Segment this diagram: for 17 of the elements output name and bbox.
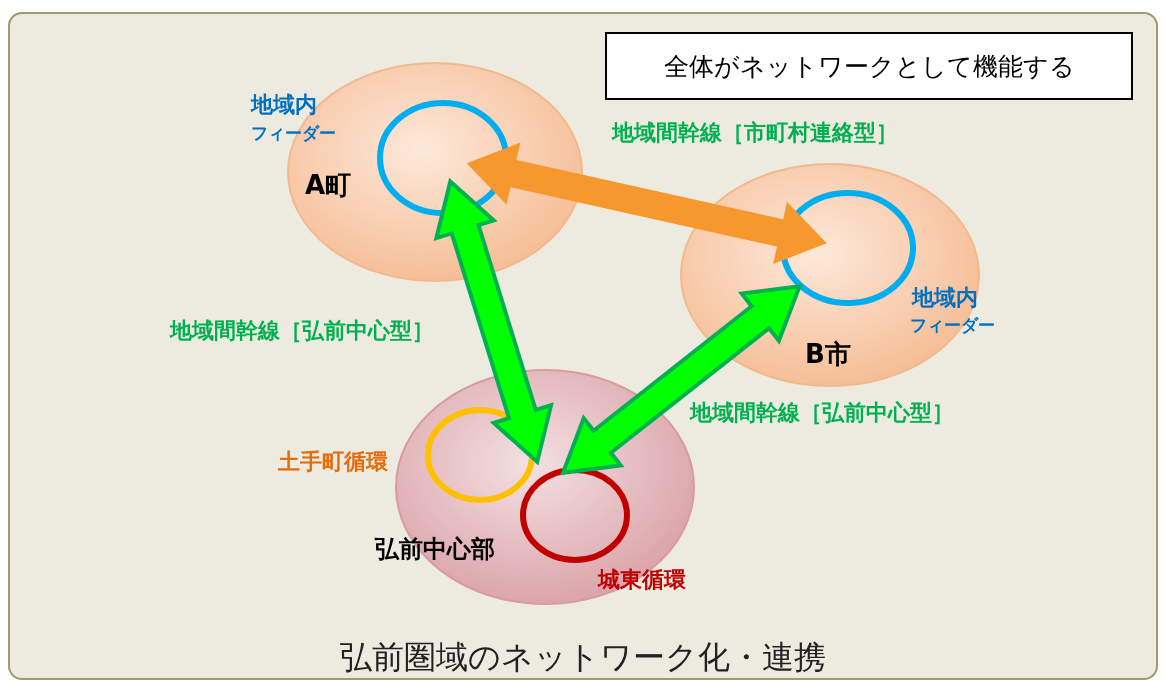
route-label: 城東循環 xyxy=(598,566,686,594)
route-label: フィーダー xyxy=(251,122,336,145)
area-label: B市 xyxy=(805,338,851,371)
double-arrow xyxy=(433,177,554,466)
route-label: フィーダー xyxy=(910,314,995,337)
area-label: A町 xyxy=(305,169,352,202)
double-arrow xyxy=(466,142,827,264)
route-label: 地域内 xyxy=(912,284,978,312)
edge-label: 地域間幹線［市町村連絡型］ xyxy=(612,119,898,147)
text-box: 全体がネットワークとして機能する xyxy=(605,32,1133,100)
route-label: 地域内 xyxy=(251,91,317,119)
edge-label: 地域間幹線［弘前中心型］ xyxy=(690,399,954,427)
double-arrow xyxy=(559,283,803,476)
route-label: 土手町循環 xyxy=(278,448,388,476)
caption: 弘前圏域のネットワーク化・連携 xyxy=(338,637,827,678)
edge-label: 地域間幹線［弘前中心型］ xyxy=(170,317,434,345)
area-label: 弘前中心部 xyxy=(375,534,495,565)
